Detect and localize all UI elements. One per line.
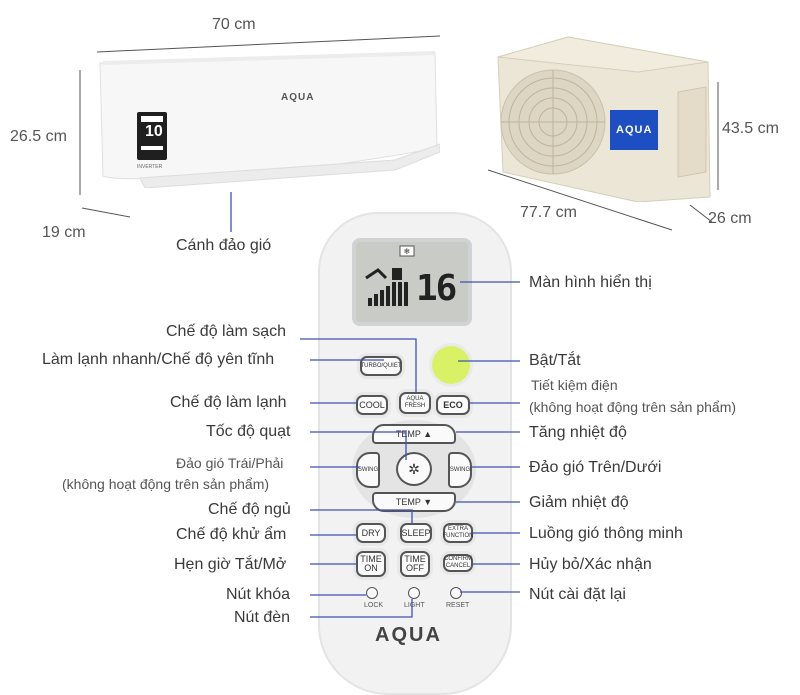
- dim-indoor-width: 70 cm: [212, 16, 256, 33]
- power-button[interactable]: [432, 346, 470, 384]
- lock-button[interactable]: [366, 587, 378, 599]
- label-dry-mode: Chế độ khử ẩm: [176, 526, 287, 543]
- time-off-button[interactable]: TIME OFF: [400, 551, 430, 577]
- label-light: Nút đèn: [234, 609, 291, 626]
- light-label: LIGHT: [404, 602, 425, 609]
- sleep-button[interactable]: SLEEP: [400, 523, 432, 543]
- aqua-fresh-button[interactable]: AQUA FRESH: [399, 392, 431, 414]
- swing-right-button[interactable]: SWING: [448, 452, 472, 488]
- cool-button[interactable]: COOL: [356, 395, 388, 415]
- label-swing-ud: Đảo gió Trên/Dưới: [529, 459, 662, 476]
- svg-text:❄: ❄: [404, 247, 411, 256]
- extra-function-button[interactable]: EXTRA FUNCTION: [443, 523, 474, 543]
- fan-speed-button[interactable]: ✲: [396, 452, 432, 486]
- label-sleep-mode: Chế độ ngủ: [208, 501, 291, 518]
- dim-outdoor-height: 43.5 cm: [722, 120, 779, 137]
- temp-up-button[interactable]: TEMP ▲: [372, 424, 456, 444]
- dim-outdoor-depth: 26 cm: [708, 210, 752, 227]
- lcd-display: ❄ 16: [352, 238, 472, 326]
- label-eco-note: (không hoạt động trên sản phẩm): [529, 399, 737, 415]
- label-cool-mode: Chế độ làm lạnh: [170, 394, 287, 411]
- swing-left-button[interactable]: SWING: [356, 452, 380, 488]
- inverter-text: INVERTER: [137, 164, 163, 170]
- label-turbo-quiet: Làm lạnh nhanh/Chế độ yên tĩnh: [42, 351, 275, 368]
- dim-indoor-height: 26.5 cm: [10, 128, 67, 145]
- label-eco: Tiết kiệm điện: [531, 377, 618, 393]
- outdoor-unit-image: AQUA: [488, 32, 713, 203]
- lcd-temperature: 16: [416, 268, 457, 309]
- label-fan-speed: Tốc độ quạt: [206, 423, 291, 440]
- dim-indoor-depth: 19 cm: [42, 224, 86, 241]
- label-lock: Nút khóa: [226, 586, 291, 603]
- time-on-button[interactable]: TIME ON: [356, 551, 386, 577]
- label-power: Bật/Tắt: [529, 352, 581, 369]
- remote-logo: AQUA: [375, 624, 442, 646]
- outdoor-logo: AQUA: [616, 124, 653, 136]
- lock-label: LOCK: [364, 602, 384, 609]
- turbo-quiet-button[interactable]: TURBO/QUIET: [360, 356, 402, 376]
- label-timer: Hẹn giờ Tắt/Mở: [174, 556, 287, 573]
- energy-label-number: 10: [145, 123, 163, 140]
- reset-button[interactable]: [450, 587, 462, 599]
- indoor-unit-image: AQUA 10 INVERTER: [95, 48, 441, 189]
- label-display: Màn hình hiển thị: [529, 274, 652, 291]
- reset-label: RESET: [446, 602, 470, 609]
- dry-button[interactable]: DRY: [356, 523, 386, 543]
- label-temp-up: Tăng nhiệt độ: [529, 424, 627, 441]
- light-button[interactable]: [408, 587, 420, 599]
- indoor-logo: AQUA: [281, 92, 315, 103]
- label-cancel-confirm: Hủy bỏ/Xác nhận: [529, 556, 652, 573]
- temp-down-button[interactable]: TEMP ▼: [372, 492, 456, 512]
- fan-icon: ✲: [408, 460, 420, 477]
- label-swing-lr: Đảo gió Trái/Phải: [176, 455, 284, 471]
- label-smart-flow: Luồng gió thông minh: [529, 525, 683, 542]
- label-swing-lr-note: (không hoạt động trên sản phẩm): [62, 476, 270, 492]
- label-clean-mode: Chế độ làm sạch: [166, 323, 287, 340]
- label-temp-down: Giảm nhiệt độ: [529, 494, 629, 511]
- dim-outdoor-width: 77.7 cm: [520, 204, 577, 221]
- label-louver: Cánh đảo gió: [176, 237, 272, 254]
- eco-button[interactable]: ECO: [436, 395, 470, 415]
- label-reset: Nút cài đặt lại: [529, 586, 626, 603]
- confirm-cancel-button[interactable]: CONFIRM CANCEL: [443, 554, 473, 572]
